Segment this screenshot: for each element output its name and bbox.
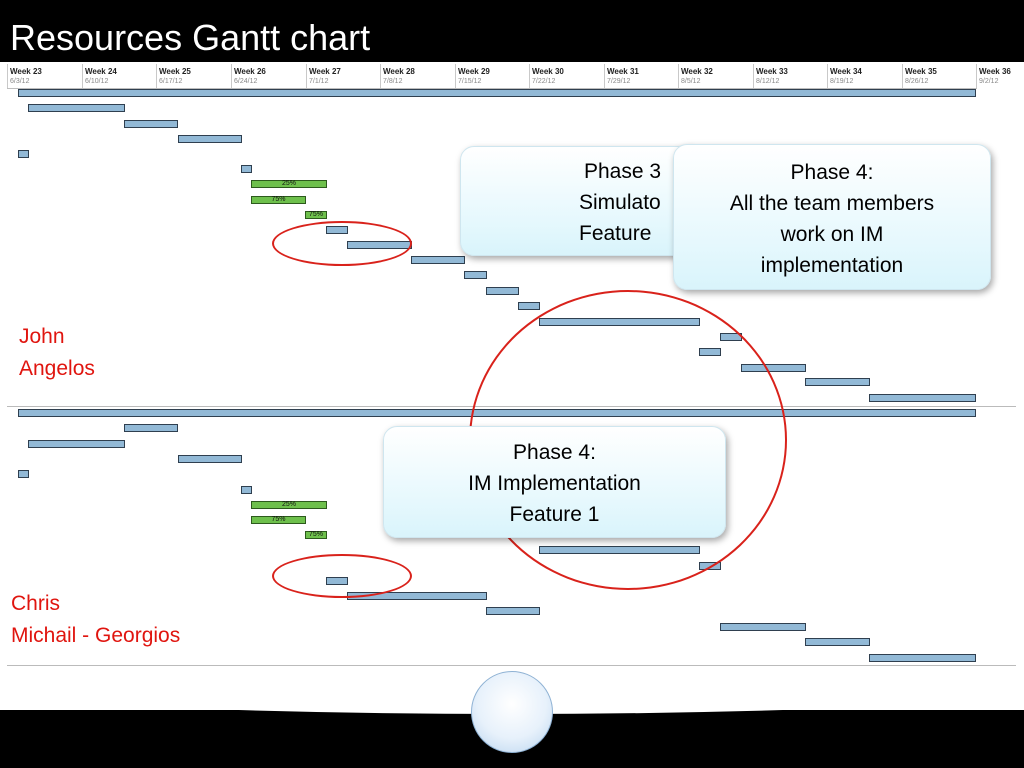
callout-line: Feature 1 bbox=[509, 503, 600, 526]
week-column: Week 23 6/3/12 bbox=[7, 64, 82, 88]
task-bar[interactable] bbox=[18, 470, 29, 478]
week-date: 9/2/12 bbox=[979, 78, 999, 85]
callout-line: All the team members bbox=[729, 192, 935, 215]
week-date: 7/1/12 bbox=[309, 78, 329, 85]
week-date: 7/22/12 bbox=[532, 78, 556, 85]
callout-line: implementation bbox=[760, 254, 904, 277]
task-bar[interactable] bbox=[869, 654, 976, 662]
progress-bar[interactable]: 75% bbox=[305, 531, 327, 539]
week-label: Week 24 bbox=[85, 67, 117, 76]
week-label: Week 32 bbox=[681, 67, 713, 76]
week-column: Week 33 8/12/12 bbox=[753, 64, 827, 88]
week-date: 7/29/12 bbox=[607, 78, 631, 85]
nav-orb-button[interactable] bbox=[471, 671, 553, 753]
week-label: Week 35 bbox=[905, 67, 937, 76]
week-column: Week 30 7/22/12 bbox=[529, 64, 604, 88]
week-date: 8/12/12 bbox=[756, 78, 780, 85]
callout-line: Feature bbox=[579, 222, 652, 245]
slide-title: Resources Gantt chart bbox=[10, 17, 371, 58]
week-column: Week 29 7/15/12 bbox=[455, 64, 529, 88]
task-bar[interactable] bbox=[124, 120, 178, 128]
progress-bar[interactable]: 75% bbox=[251, 516, 306, 524]
task-bar[interactable] bbox=[486, 607, 540, 615]
task-bar[interactable] bbox=[178, 455, 242, 463]
task-bar[interactable] bbox=[486, 287, 519, 295]
callout-line: Simulato bbox=[579, 191, 661, 214]
week-column: Week 34 8/19/12 bbox=[827, 64, 902, 88]
week-date: 6/24/12 bbox=[234, 78, 258, 85]
callout-line: Phase 4: bbox=[513, 441, 596, 464]
week-date: 7/15/12 bbox=[458, 78, 482, 85]
resource-summary-bar[interactable] bbox=[18, 89, 976, 97]
week-label: Week 34 bbox=[830, 67, 862, 76]
week-column: Week 31 7/29/12 bbox=[604, 64, 678, 88]
week-date: 8/26/12 bbox=[905, 78, 929, 85]
callout-phase4-team: Phase 4: All the team members work on IM… bbox=[673, 144, 991, 290]
resource-first-name: Chris bbox=[11, 592, 61, 615]
callout-phase3: Phase 3 Simulato Feature bbox=[460, 146, 700, 256]
task-bar[interactable] bbox=[720, 623, 806, 631]
week-label: Week 30 bbox=[532, 67, 564, 76]
resource-first-name: John bbox=[19, 325, 65, 348]
task-bar[interactable] bbox=[411, 256, 465, 264]
task-bar[interactable] bbox=[28, 440, 125, 448]
highlight-ellipse bbox=[272, 554, 412, 598]
task-bar[interactable] bbox=[241, 165, 252, 173]
week-column: Week 27 7/1/12 bbox=[306, 64, 380, 88]
highlight-ellipse bbox=[272, 221, 412, 266]
task-bar[interactable] bbox=[18, 150, 29, 158]
week-date: 8/19/12 bbox=[830, 78, 854, 85]
week-column: Week 26 6/24/12 bbox=[231, 64, 306, 88]
week-label: Week 28 bbox=[383, 67, 415, 76]
week-label: Week 36 bbox=[979, 67, 1011, 76]
week-label: Week 23 bbox=[10, 67, 42, 76]
week-column: Week 32 8/5/12 bbox=[678, 64, 753, 88]
resource-divider bbox=[7, 665, 1016, 666]
progress-bar[interactable]: 25% bbox=[251, 501, 327, 509]
week-date: 6/10/12 bbox=[85, 78, 109, 85]
week-label: Week 26 bbox=[234, 67, 266, 76]
week-label: Week 33 bbox=[756, 67, 788, 76]
week-date: 8/5/12 bbox=[681, 78, 701, 85]
week-label: Week 29 bbox=[458, 67, 490, 76]
week-date: 7/8/12 bbox=[383, 78, 403, 85]
task-bar[interactable] bbox=[518, 302, 540, 310]
task-bar[interactable] bbox=[241, 486, 252, 494]
task-bar[interactable] bbox=[28, 104, 125, 112]
resource-last-name: Angelos bbox=[19, 357, 95, 380]
progress-bar[interactable]: 75% bbox=[251, 196, 306, 204]
week-column: Week 24 6/10/12 bbox=[82, 64, 156, 88]
task-bar[interactable] bbox=[805, 638, 870, 646]
task-bar[interactable] bbox=[124, 424, 178, 432]
task-bar[interactable] bbox=[464, 271, 487, 279]
callout-line: IM Implementation bbox=[468, 472, 641, 495]
progress-bar[interactable]: 25% bbox=[251, 180, 327, 188]
week-date: 6/3/12 bbox=[10, 78, 30, 85]
gantt-timescale: Week 23 6/3/12 Week 24 6/10/12 Week 25 6/17… bbox=[7, 64, 1011, 89]
task-bar[interactable] bbox=[805, 378, 870, 386]
task-bar[interactable] bbox=[178, 135, 242, 143]
week-label: Week 25 bbox=[159, 67, 191, 76]
progress-bar[interactable]: 75% bbox=[305, 211, 327, 219]
week-label: Week 31 bbox=[607, 67, 639, 76]
callout-line: Phase 4: bbox=[790, 161, 874, 184]
task-bar[interactable] bbox=[869, 394, 976, 402]
week-label: Week 27 bbox=[309, 67, 341, 76]
week-column: Week 36 9/2/12 bbox=[976, 64, 1016, 88]
week-column: Week 28 7/8/12 bbox=[380, 64, 455, 88]
callout-line: work on IM bbox=[780, 223, 884, 246]
callout-phase4-im: Phase 4: IM Implementation Feature 1 bbox=[383, 426, 726, 538]
resource-last-name: Michail - Georgios bbox=[11, 624, 181, 647]
week-column: Week 25 6/17/12 bbox=[156, 64, 231, 88]
callout-line: Phase 3 bbox=[584, 160, 662, 183]
week-column: Week 35 8/26/12 bbox=[902, 64, 976, 88]
week-date: 6/17/12 bbox=[159, 78, 183, 85]
